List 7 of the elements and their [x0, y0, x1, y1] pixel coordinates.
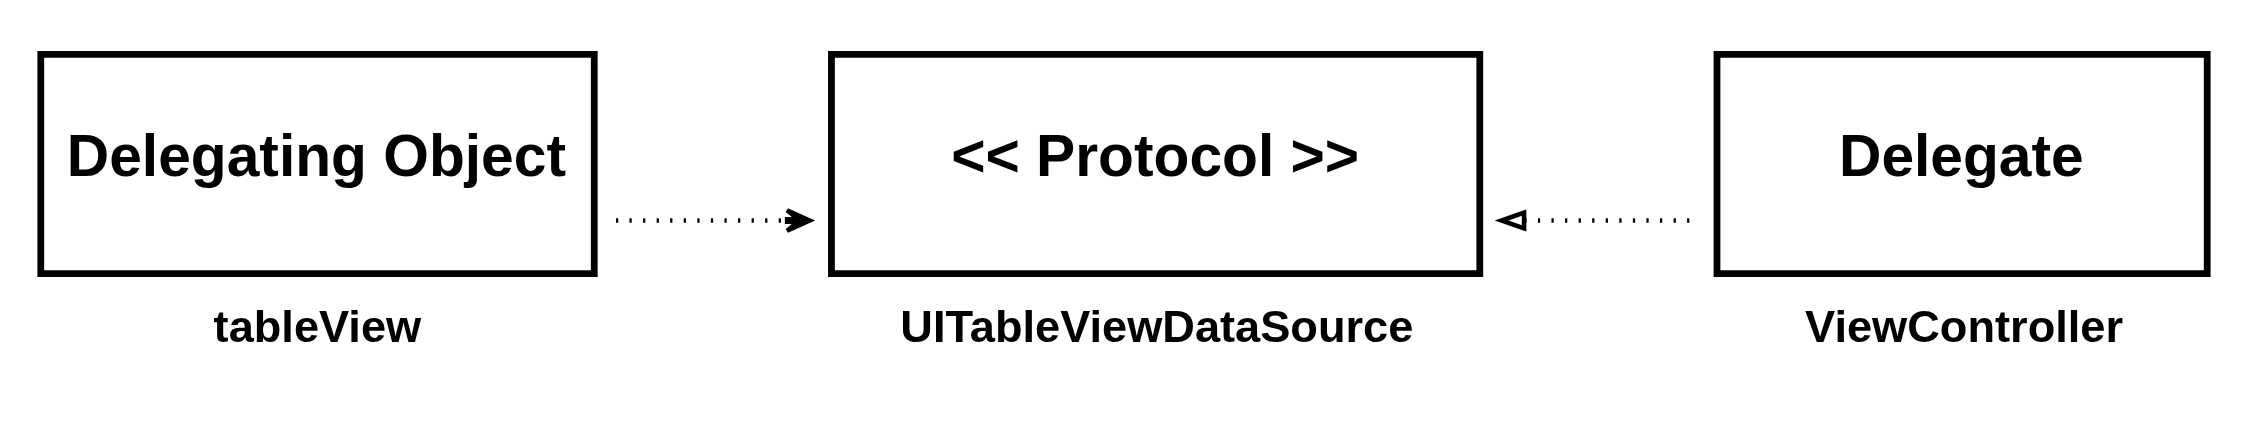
node-label: tableView: [213, 300, 422, 352]
node-label: ViewController: [1805, 300, 2124, 352]
node-box: << Protocol >>: [828, 50, 1484, 277]
node-box: Delegating Object: [37, 50, 598, 277]
arrow: [616, 207, 812, 233]
node-label: UITableViewDataSource: [900, 300, 1414, 352]
node-box: Delegate: [1713, 50, 2211, 277]
